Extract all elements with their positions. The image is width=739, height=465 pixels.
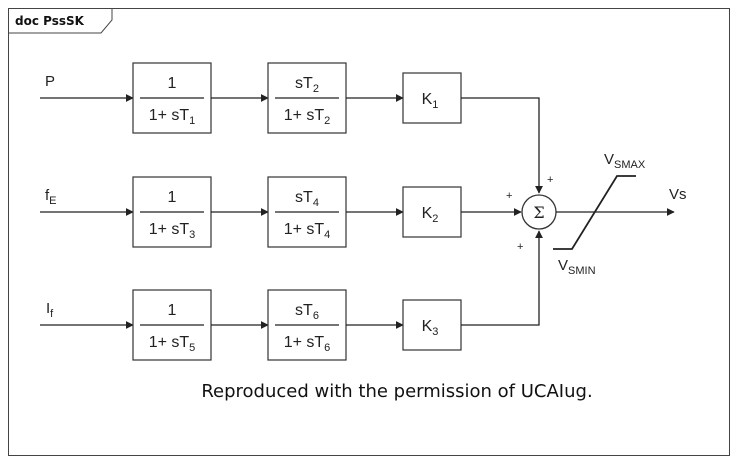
gain-k3-label: K3 — [422, 318, 439, 338]
frame-tab[interactable] — [8, 8, 113, 34]
washout-block-1-numerator: sT2 — [295, 75, 319, 95]
summing-junction[interactable]: Σ — [521, 194, 557, 230]
summer-sign-left: + — [506, 190, 512, 202]
lead-block-1-numerator: 1 — [168, 75, 177, 92]
washout-block-3-numerator: sT6 — [295, 302, 319, 322]
row-1: P 1 1+ sT1 sT2 1+ sT2 K1 — [40, 62, 543, 194]
gain-k1-label: K1 — [422, 91, 439, 111]
lead-block-1-denominator: 1+ sT1 — [149, 107, 196, 127]
summer-sign-top: + — [547, 174, 553, 186]
summer-sigma-symbol: Σ — [533, 203, 544, 222]
washout-block-1-denominator: 1+ sT2 — [284, 107, 331, 127]
diagram-frame — [8, 8, 730, 456]
lead-block-2-denominator: 1+ sT3 — [149, 221, 196, 241]
permission-caption: Reproduced with the permission of UCAIug… — [201, 381, 592, 402]
washout-block-2-numerator: sT4 — [295, 189, 319, 209]
summer-sign-bottom: + — [517, 241, 523, 253]
frame-tab-label: doc PssSK — [15, 14, 85, 28]
output-label-vs: Vs — [669, 186, 687, 203]
limiter-max-label: VSMAX — [604, 151, 646, 171]
wire-k1-to-summer — [461, 97, 543, 194]
row-2: fE 1 1+ sT3 sT4 1+ sT4 K2 — [40, 176, 522, 248]
wire-k3-to-summer — [461, 230, 543, 326]
lead-block-2-numerator: 1 — [168, 189, 177, 206]
input-label-fe: fE — [45, 187, 57, 207]
input-label-p: P — [45, 73, 55, 90]
washout-block-3-denominator: 1+ sT6 — [284, 334, 331, 354]
gain-block-k1[interactable] — [402, 72, 462, 124]
lead-block-3-denominator: 1+ sT5 — [149, 334, 196, 354]
limiter-min-label: VSMIN — [558, 257, 596, 277]
row-3: If 1 1+ sT5 sT6 1+ sT6 K3 — [40, 230, 543, 361]
washout-block-2-denominator: 1+ sT4 — [284, 221, 331, 241]
lead-block-3-numerator: 1 — [168, 302, 177, 319]
limiter-characteristic — [553, 175, 636, 250]
input-label-if: If — [46, 300, 54, 320]
gain-k2-label: K2 — [422, 205, 439, 225]
